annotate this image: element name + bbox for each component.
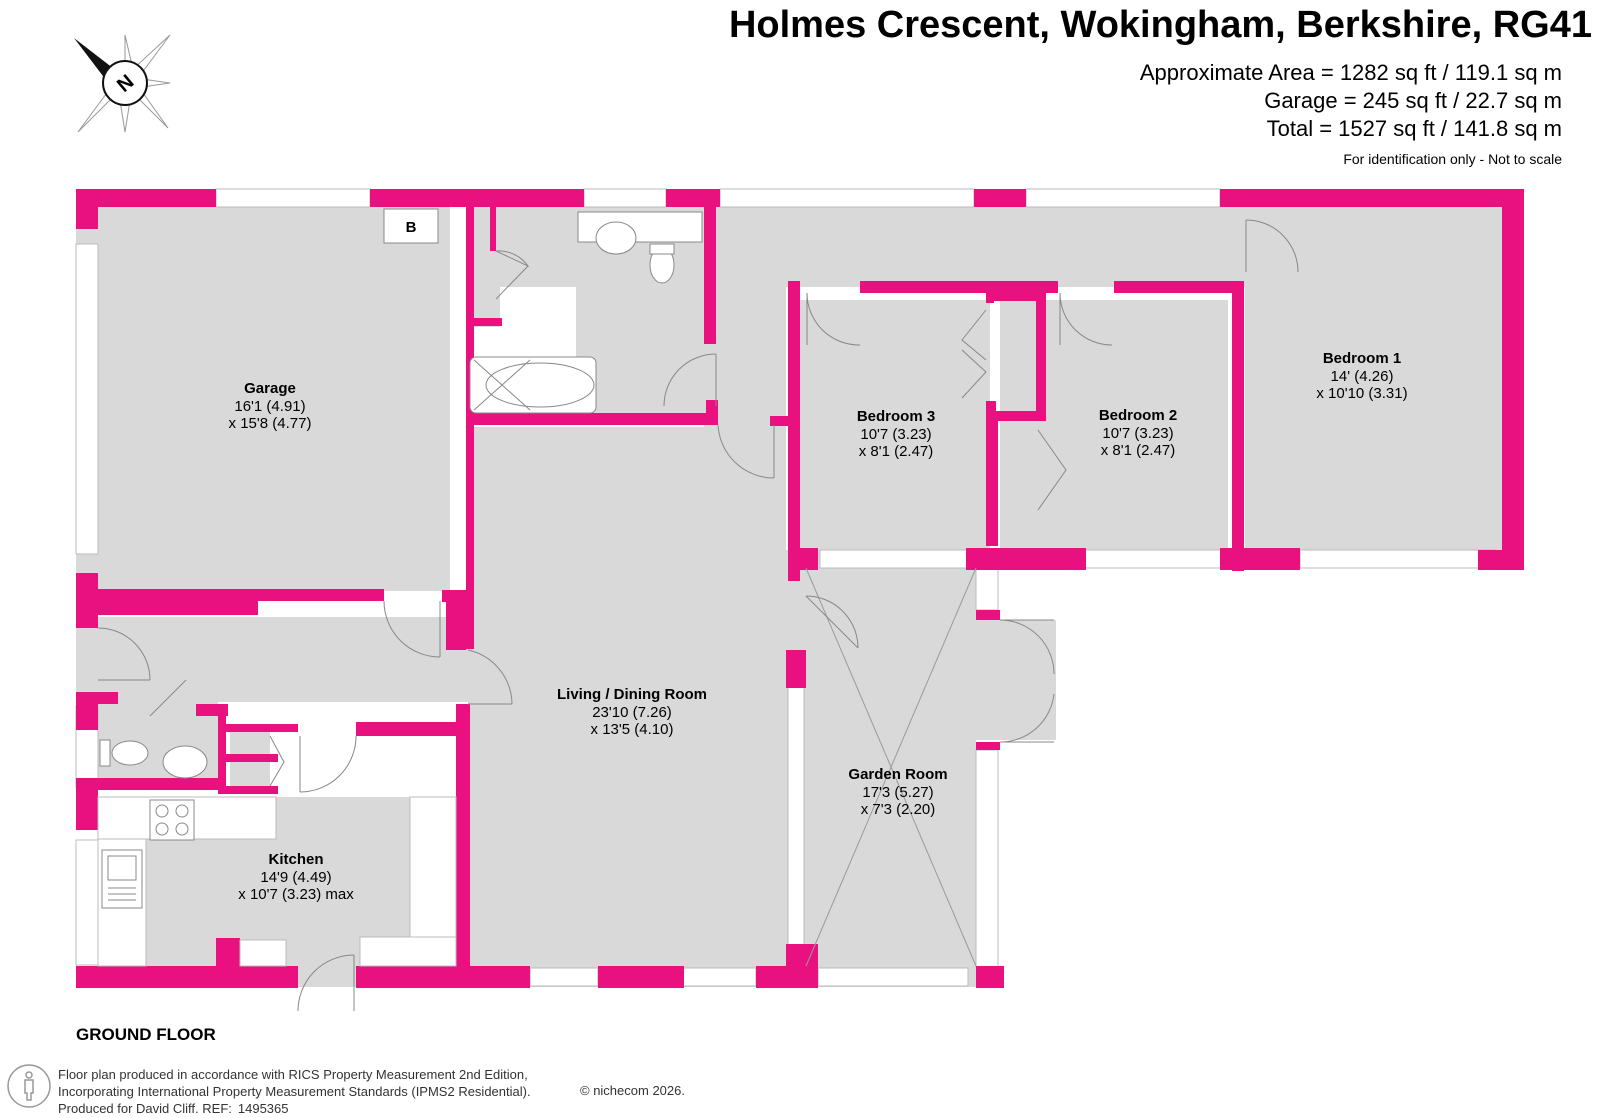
garden-room-dim-1: 17'3 (5.27) (862, 784, 933, 801)
garden-room-dim-2: x 7'3 (2.20) (861, 801, 936, 818)
garage-area-line: Garage = 245 sq ft / 22.7 sq m (1264, 88, 1562, 113)
windows (75, 188, 1497, 987)
bedroom1-room-name: Bedroom 1 (1323, 350, 1401, 367)
living-room-dim-1: 23'10 (7.26) (592, 704, 672, 721)
property-address-title: Holmes Crescent, Wokingham, Berkshire, R… (728, 4, 1592, 46)
footer-line-1: Floor plan produced in accordance with R… (58, 1067, 528, 1082)
hob-icon (149, 799, 195, 841)
living-room-name: Living / Dining Room (557, 686, 707, 703)
footer-line-2: Incorporating International Property Mea… (58, 1084, 531, 1099)
bedroom2-room-name: Bedroom 2 (1099, 407, 1177, 424)
footer-produced-for: Produced for David Cliff. REF: (58, 1101, 232, 1116)
roof-glazing-lines (805, 567, 977, 967)
garage-room-name: Garage (244, 380, 296, 397)
bedroom3-room-dim-1: 10'7 (3.23) (860, 426, 931, 443)
bedroom3-room-dim-2: x 8'1 (2.47) (859, 443, 934, 460)
bathroom-basin-icon (595, 221, 637, 255)
copyright-text: © nichecom 2026. (580, 1083, 685, 1098)
kitchen-room-dim-2: x 10'7 (3.23) max (238, 886, 354, 903)
boiler-icon (383, 208, 439, 244)
bedroom3-room-name: Bedroom 3 (857, 408, 935, 425)
room-labels: Garage 16'1 (4.91) x 15'8 (4.77) B Bedro… (229, 219, 1408, 903)
kitchen-room-dim-1: 14'9 (4.49) (260, 869, 331, 886)
bedroom2-room-dim-1: 10'7 (3.23) (1102, 425, 1173, 442)
total-area-line: Total = 1527 sq ft / 141.8 sq m (1266, 116, 1562, 141)
approximate-area-line: Approximate Area = 1282 sq ft / 119.1 sq… (1139, 60, 1562, 85)
footer-line-3: Produced for David Cliff. REF: 1495365 (58, 1100, 531, 1117)
bedroom1-room-dim-2: x 10'10 (3.31) (1316, 385, 1407, 402)
fixtures (97, 208, 703, 909)
footer-ref: 1495365 (237, 1101, 289, 1116)
scale-disclaimer: For identification only - Not to scale (1343, 151, 1562, 167)
person-icon (7, 1064, 51, 1108)
walls (76, 189, 1524, 988)
bedroom1-room-dim-1: 14' (4.26) (1331, 368, 1394, 385)
garage-room-dim-2: x 15'8 (4.77) (229, 415, 312, 432)
floor-label: GROUND FLOOR (76, 1025, 216, 1044)
wc-toilet-icon (111, 740, 149, 766)
footer-notes: Floor plan produced in accordance with R… (58, 1066, 531, 1117)
bedroom2-room-dim-2: x 8'1 (2.47) (1101, 442, 1176, 459)
kitchen-room-name: Kitchen (268, 851, 323, 868)
garden-room-name: Garden Room (848, 766, 947, 783)
compass-north-icon: N (74, 34, 171, 133)
wc-basin-icon (162, 745, 208, 779)
garage-room-dim-1: 16'1 (4.91) (234, 398, 305, 415)
boiler-label: B (406, 219, 417, 236)
doors (97, 219, 1299, 1012)
living-room-dim-2: x 13'5 (4.10) (591, 721, 674, 738)
